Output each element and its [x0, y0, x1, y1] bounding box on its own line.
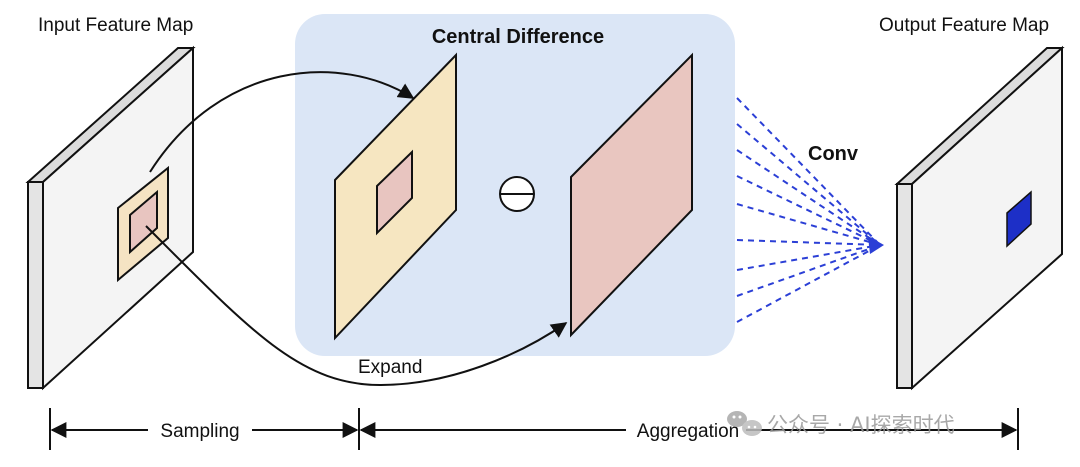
conv-label: Conv	[808, 143, 859, 165]
input-feature-map-block	[25, 45, 196, 391]
wechat-icon	[727, 411, 762, 436]
conv-line	[736, 123, 881, 246]
watermark: 公众号 · AI探索时代	[727, 411, 955, 437]
timeline: Sampling Aggregation	[49, 408, 1019, 450]
conv-line	[736, 149, 881, 246]
conv-line	[736, 239, 881, 246]
conv-line	[736, 244, 881, 323]
expanded-center-plane	[570, 52, 693, 338]
watermark-text: 公众号 · AI探索时代	[767, 413, 955, 437]
output-block-side	[896, 183, 913, 389]
conv-line	[736, 244, 881, 271]
sampled-center-patch	[129, 189, 158, 255]
difference-plane	[334, 52, 457, 341]
expand-arrow	[145, 225, 568, 387]
sampling-label: Sampling	[160, 421, 239, 442]
expand-label: Expand	[358, 357, 422, 378]
conv-line	[736, 244, 881, 297]
output-feature-map-block	[894, 45, 1065, 391]
conv-arrowhead	[868, 236, 884, 254]
difference-center-patch	[376, 149, 413, 236]
conv-line	[736, 175, 881, 246]
sampling-arrow	[149, 71, 415, 173]
input-block-side	[27, 181, 44, 389]
aggregation-label: Aggregation	[637, 421, 739, 442]
output-feature-map-label: Output Feature Map	[879, 15, 1049, 36]
minus-operator-icon	[499, 176, 535, 212]
central-difference-title: Central Difference	[432, 26, 604, 48]
conv-connection-lines	[736, 97, 881, 323]
output-block-front	[911, 45, 1063, 391]
conv-line	[736, 203, 881, 246]
conv-line	[736, 97, 881, 246]
input-feature-map-label: Input Feature Map	[38, 15, 193, 36]
output-pixel	[1006, 190, 1032, 248]
